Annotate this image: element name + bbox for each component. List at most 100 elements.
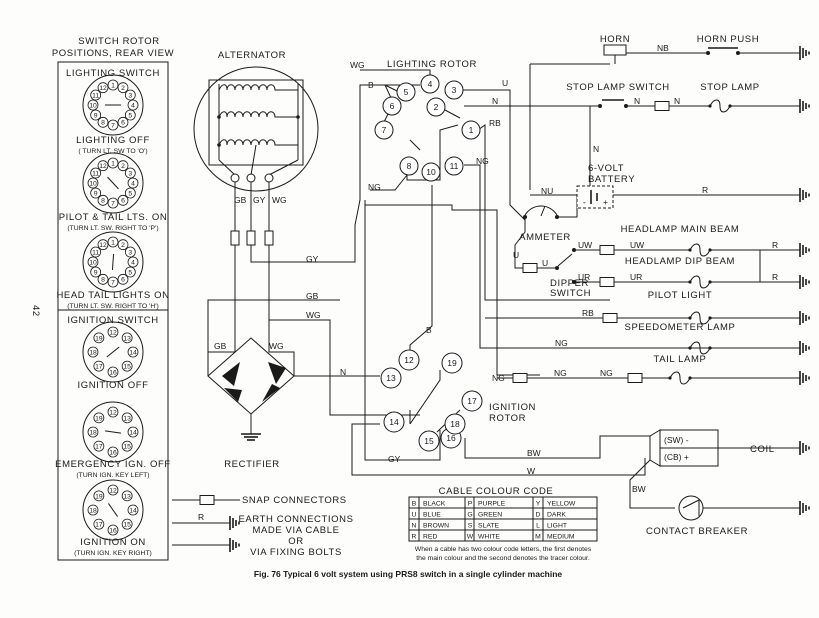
wire-ng-rotor-2: NG: [368, 182, 381, 192]
rotor-label-head-tail: HEAD TAIL LIGHTS ON: [56, 290, 169, 301]
rotor-sub-ignition-on: (TURN IGN. KEY RIGHT): [74, 550, 152, 557]
rotor-pin-number: 9: [94, 112, 98, 119]
ignition-terminal-number: 17: [467, 396, 477, 406]
rotor-pin-number: 9: [94, 190, 98, 197]
rotor-pin-number: 2: [121, 163, 125, 170]
colour-code-cell: B: [412, 501, 417, 508]
rotor-pin-number: 12: [99, 85, 107, 92]
rotor-panel-border: [57, 61, 169, 561]
colour-code-cell: P: [468, 501, 473, 508]
alternator-label: ALTERNATOR: [218, 50, 286, 61]
ignition-terminal-number: 13: [386, 373, 396, 383]
ignition-terminal-12: 12: [398, 349, 420, 371]
dipper-label-1: DIPPER: [550, 278, 589, 289]
colour-code-cell: YELLOW: [547, 501, 576, 508]
lighting-terminal-7: 7: [374, 120, 394, 140]
wire-r-main: R: [772, 240, 778, 250]
rotor-pin-number: 17: [95, 364, 103, 371]
rotor-pin-number: 15: [123, 364, 131, 371]
wire-ng-tail3: NG: [600, 368, 613, 378]
rotor-pin-number: 6: [121, 277, 125, 284]
dipper-label-2: SWITCH: [550, 288, 591, 299]
rectifier: RECTIFIER GB WG: [207, 337, 295, 470]
colour-code-cell: W: [467, 534, 474, 541]
colour-code-cell: N: [412, 523, 417, 530]
ignition-terminal-number: 14: [389, 417, 399, 427]
legend: SNAP CONNECTORS R EARTH CONNECTIONS MADE…: [172, 495, 353, 558]
rotor-pin-number: 19: [95, 415, 103, 422]
lighting-terminal-number: 5: [404, 87, 409, 97]
rect-wire-wg: WG: [269, 341, 284, 351]
wire-nu: NU: [541, 186, 553, 196]
coil-label: COIL: [750, 444, 775, 455]
battery-minus: -: [583, 197, 586, 207]
colour-code-cell: PURPLE: [478, 501, 506, 508]
lighting-terminal-number: 11: [450, 161, 459, 171]
colour-code-cell: U: [412, 512, 417, 519]
wire-gy-ign: GY: [388, 454, 401, 464]
page-number: 42: [30, 305, 41, 317]
wire-n-stop2: N: [674, 96, 680, 106]
rotor-pin-number: 14: [129, 349, 137, 356]
rotor-pin-number: 14: [129, 429, 137, 436]
colour-code-cell: S: [468, 523, 473, 530]
legend-earth-3: OR: [288, 536, 303, 547]
ignition-terminal-19: 19: [441, 352, 463, 374]
rotor-pin-number: 4: [131, 180, 135, 187]
wire-n-stop3: N: [593, 144, 599, 154]
wire-r-battery: R: [702, 185, 708, 195]
rotor-pin-number: 6: [121, 198, 125, 205]
colour-code-cell: BROWN: [423, 523, 449, 530]
contact-breaker-label: CONTACT BREAKER: [646, 526, 748, 537]
wire-bw-cb: BW: [632, 484, 646, 494]
rotor-pin-number: 10: [89, 180, 97, 187]
ignition-terminal-13: 13: [380, 367, 402, 389]
rotor-pin-number: 1: [111, 160, 115, 167]
rotor-panel-title-1: SWITCH ROTOR: [78, 36, 159, 47]
lighting-terminal-5: 5: [396, 82, 416, 102]
alt-wire-gb: GB: [234, 195, 247, 205]
rotor-pin-number: 6: [121, 120, 125, 127]
lighting-terminal-6: 6: [382, 96, 402, 116]
rotor-pin-number: 1: [111, 239, 115, 246]
lighting-terminal-number: 1: [469, 125, 474, 135]
wire-bw-coil: BW: [527, 448, 541, 458]
ignition-terminal-number: 16: [446, 433, 456, 443]
rotor-pin-number: 12: [109, 329, 117, 336]
colour-code-title: CABLE COLOUR CODE: [439, 486, 554, 497]
lighting-switch-heading: LIGHTING SWITCH: [66, 68, 160, 79]
rotor-pin-number: 5: [128, 190, 132, 197]
wire-uw-2: UW: [630, 240, 644, 250]
rotor-pin-number: 3: [128, 92, 132, 99]
rotor-pin-number: 3: [128, 249, 132, 256]
headlamp-dip-label: HEADLAMP DIP BEAM: [625, 256, 735, 267]
alternator-wiring: [207, 84, 420, 416]
rotor-pin-number: 18: [89, 507, 97, 514]
ignition-terminal-15: 15: [418, 430, 440, 452]
coil: (SW) - (CB) + COIL BW: [629, 429, 800, 509]
rotor-pin-number: 7: [111, 122, 115, 129]
horn-circuit: HORN HORN PUSH NB: [529, 34, 800, 190]
lighting-rotor-label: LIGHTING ROTOR: [387, 59, 477, 70]
lighting-terminal-number: 8: [407, 161, 412, 171]
stop-lamp-circuit: STOP LAMP SWITCH STOP LAMP N N N: [535, 82, 800, 175]
colour-code-cell: WHITE: [478, 534, 500, 541]
lighting-terminal-2: 2: [426, 97, 446, 117]
ignition-switch-heading: IGNITION SWITCH: [67, 315, 158, 326]
rotor-pin-number: 4: [131, 102, 135, 109]
rotor-pin-number: 10: [89, 259, 97, 266]
ignition-terminal-17: 17: [461, 390, 483, 412]
wire-rb-rotor: RB: [489, 118, 501, 128]
alt-wire-gy: GY: [253, 195, 266, 205]
pilot-light-label: PILOT LIGHT: [648, 290, 713, 301]
rotor-pin-number: 14: [129, 507, 137, 514]
legend-snap-label: SNAP CONNECTORS: [242, 495, 347, 506]
ignition-terminal-number: 18: [450, 419, 460, 429]
rotor-pin-number: 2: [121, 85, 125, 92]
